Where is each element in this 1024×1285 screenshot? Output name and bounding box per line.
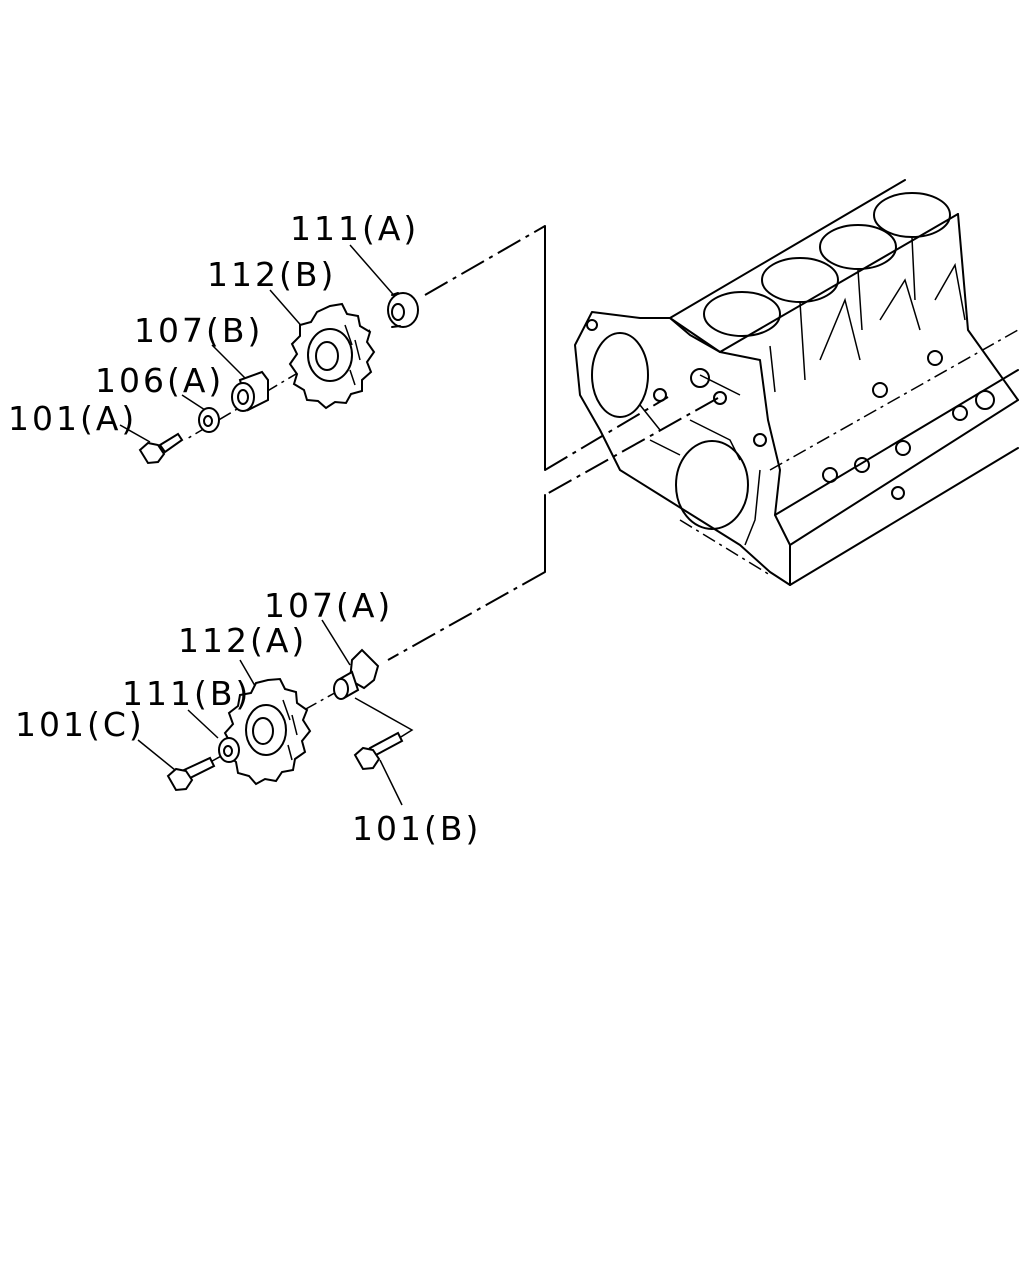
part-label-112b: 112(B) [207, 255, 337, 294]
cylinder-block-icon [574, 179, 1019, 586]
thrust-washer-icon [387, 292, 419, 328]
idler-shaft-icon [231, 370, 269, 412]
part-label-107b: 107(B) [134, 311, 264, 350]
idler-gear-icon [288, 302, 376, 410]
part-label-101b: 101(B) [352, 809, 482, 848]
flanged-shaft-icon [333, 648, 380, 700]
part-label-101c: 101(C) [15, 705, 145, 744]
part-label-111a: 111(A) [290, 209, 420, 248]
part-label-101a: 101(A) [8, 399, 138, 438]
part-label-106a: 106(A) [95, 361, 225, 400]
bolt-icon [166, 756, 216, 792]
washer-icon [198, 407, 220, 433]
bolt-icon [138, 432, 184, 465]
idler-gear-icon [223, 677, 312, 786]
part-label-112a: 112(A) [178, 621, 308, 660]
thrust-washer-icon [218, 737, 240, 763]
part-label-107a: 107(A) [264, 586, 394, 625]
part-label-111b: 111(B) [122, 674, 252, 713]
bolt-icon [353, 731, 404, 771]
